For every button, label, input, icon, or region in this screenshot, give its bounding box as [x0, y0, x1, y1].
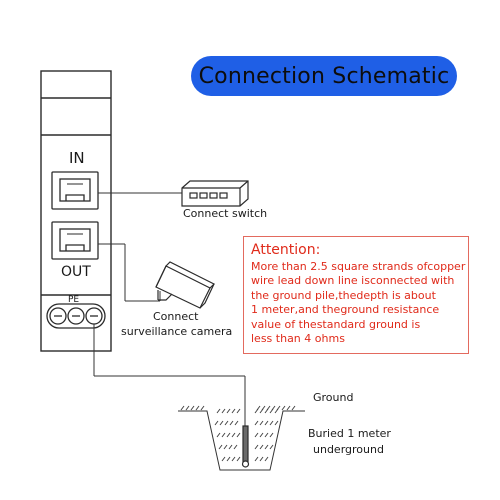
- rj45-in-port: [51, 171, 99, 210]
- ground-label: Ground: [313, 391, 354, 404]
- in-port-label: IN: [69, 149, 85, 167]
- attention-note: Attention: More than 2.5 square strands …: [243, 236, 469, 354]
- attention-heading: Attention:: [251, 242, 321, 258]
- attention-line: More than 2.5 square strands ofcopper: [251, 260, 466, 273]
- attention-line: value of thestandard ground is: [251, 317, 421, 331]
- soil-hatching: [180, 405, 296, 462]
- ground-rod: [241, 425, 250, 468]
- out-port-label: OUT: [61, 264, 91, 280]
- attention-line: less than 4 ohms: [251, 332, 345, 346]
- buried-label-line1: Buried 1 meter: [308, 427, 391, 440]
- surge-protector-device: [40, 70, 112, 352]
- pe-terminal-label: PE: [68, 295, 80, 305]
- pe-terminal-block: [46, 303, 106, 329]
- cable-to-camera: [98, 243, 161, 302]
- camera-label-line1: Connect: [153, 310, 199, 323]
- buried-label-line2: underground: [313, 443, 384, 456]
- network-switch-icon: [181, 180, 249, 207]
- attention-line: 1 meter,and theground resistance: [251, 303, 440, 317]
- surveillance-camera-icon: [155, 261, 216, 309]
- switch-label: Connect switch: [183, 207, 268, 220]
- camera-label-line2: surveillance camera: [121, 325, 233, 338]
- attention-line: the ground pile,thedepth is about: [251, 288, 436, 302]
- ground-wire: [93, 324, 246, 428]
- ground-trench: [178, 410, 305, 471]
- attention-line: wire lead down line isconnected with: [251, 274, 455, 288]
- rj45-out-port: [51, 221, 99, 260]
- page-title: Connection Schematic: [191, 56, 457, 96]
